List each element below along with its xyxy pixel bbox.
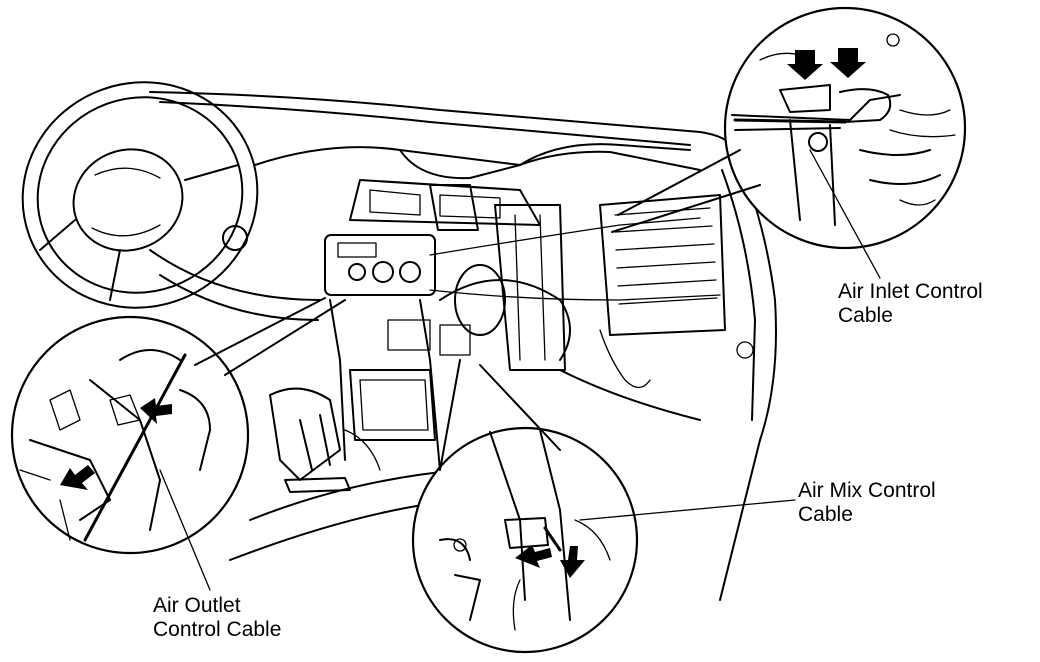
label-line: Cable [798, 503, 853, 526]
arrow-icon [560, 546, 585, 578]
label-air-outlet-control-cable: Air Outlet Control Cable [153, 594, 281, 642]
arrow-icon [60, 465, 95, 490]
label-line: Control Cable [153, 618, 282, 641]
arrow-icon [515, 545, 552, 568]
console-floor [229, 387, 461, 561]
label-air-inlet-control-cable: Air Inlet Control Cable [838, 280, 983, 328]
label-line: Air Mix Control [798, 479, 936, 502]
arrow-icon [787, 50, 823, 80]
dashboard-outline [149, 91, 777, 601]
leader-lines [159, 149, 881, 591]
label-line: Air Inlet Control [838, 280, 983, 303]
inset-air-inlet [723, 6, 967, 250]
inset-air-outlet [10, 315, 250, 555]
inset-air-mix [411, 426, 639, 654]
heater-unit [324, 179, 726, 471]
label-air-mix-control-cable: Air Mix Control Cable [798, 479, 936, 527]
steering-wheel [21, 81, 259, 309]
label-line: Air Outlet [153, 594, 241, 617]
label-line: Cable [838, 304, 893, 327]
arrow-icon [830, 48, 866, 78]
arrow-icon [140, 398, 172, 424]
